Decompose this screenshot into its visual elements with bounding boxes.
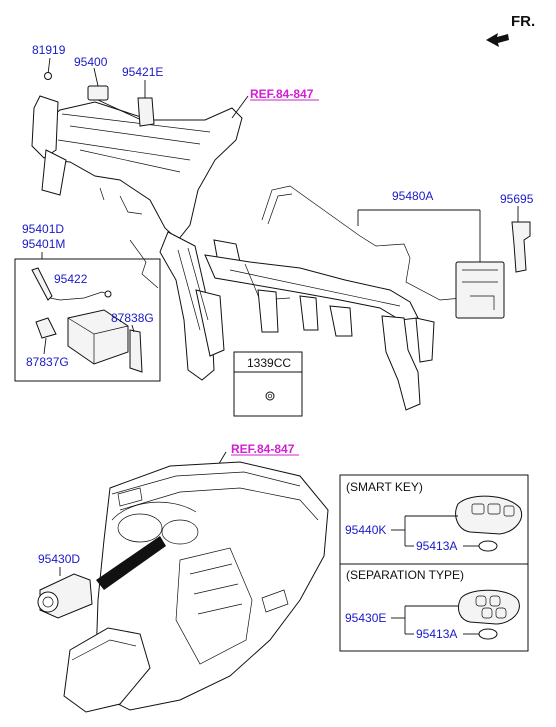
label-95421E: 95421E (122, 65, 163, 79)
direction-indicator: FR. (486, 13, 535, 47)
cowl-cross-bar (31, 95, 435, 411)
smart-key-title: (SMART KEY) (346, 480, 423, 494)
label-95400: 95400 (74, 55, 108, 69)
label-95695: 95695 (500, 192, 534, 206)
label-87838G: 87838G (111, 311, 154, 325)
label-81919: 81919 (32, 43, 66, 57)
part-95480A: 95480A (261, 185, 505, 319)
label-95401D: 95401D (22, 222, 64, 236)
label-95430D: 95430D (38, 552, 80, 566)
reference-upper: REF.84-847 (231, 87, 319, 119)
arrow-forward-icon (486, 33, 509, 47)
label-1339CC: 1339CC (247, 356, 291, 370)
separation-type-box: (SEPARATION TYPE) 95430E 95413A (339, 563, 529, 652)
part-95400: 95400 (74, 55, 151, 125)
instrument-panel: REF.84-847 (63, 442, 329, 713)
module-box: 95401D 95401M 95422 87838G 87837G (14, 222, 161, 382)
part-95430D: 95430D (37, 552, 93, 619)
smart-key-part-label: 95440K (345, 523, 386, 537)
smart-key-box: (SMART KEY) 95440K 95413A (339, 474, 529, 565)
label-95480A: 95480A (392, 189, 433, 203)
label-95422: 95422 (54, 272, 88, 286)
part-95695: 95695 (500, 192, 534, 273)
separation-type-title: (SEPARATION TYPE) (346, 568, 464, 582)
reference-lower-label: REF.84-847 (231, 442, 295, 456)
label-87837G: 87837G (26, 355, 69, 369)
label-95401M: 95401M (22, 237, 65, 251)
direction-label: FR. (511, 13, 535, 30)
part-95421E: 95421E (122, 65, 163, 127)
separation-key-part-label: 95430E (345, 611, 386, 625)
bolt-81919: 81919 (32, 43, 66, 80)
separation-battery-label: 95413A (416, 627, 457, 641)
smart-key-battery-label: 95413A (416, 539, 457, 553)
reference-upper-label: REF.84-847 (250, 87, 314, 101)
nut-1339CC-box: 1339CC (233, 351, 303, 417)
